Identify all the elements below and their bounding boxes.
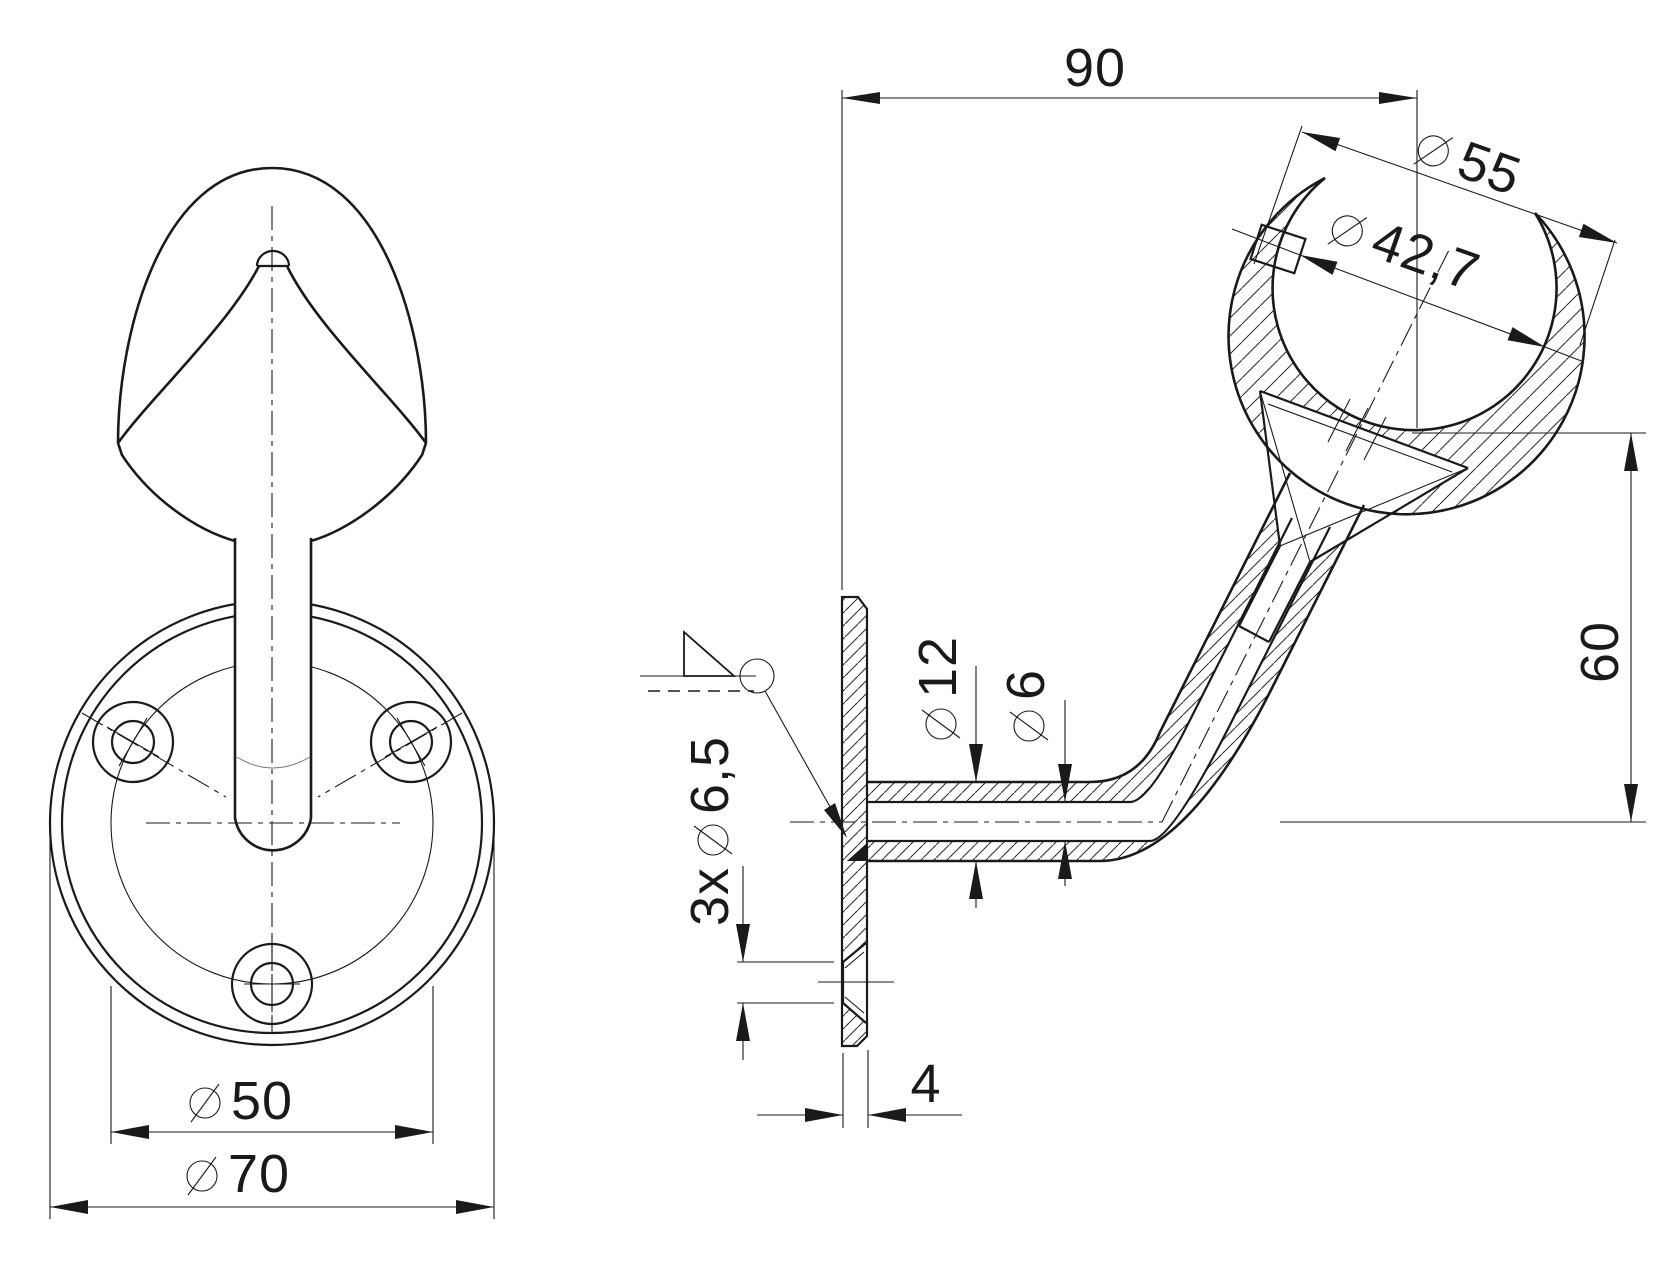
cup-saddle-outline bbox=[1271, 176, 1558, 432]
cup-ball-outline bbox=[1227, 176, 1586, 516]
dim-mount-holes-qty: 3x bbox=[680, 867, 740, 926]
diameter-icon bbox=[186, 1160, 218, 1192]
set-screw bbox=[1238, 389, 1469, 643]
arm-tube bbox=[867, 472, 1366, 863]
screw-head-fill bbox=[1260, 391, 1468, 562]
diameter-icon bbox=[697, 824, 729, 856]
dome-shoulder-right bbox=[310, 442, 428, 543]
saddle-ridge-right bbox=[285, 265, 428, 444]
stem-fillet-arc bbox=[236, 756, 311, 769]
dome-shoulder-left bbox=[116, 442, 236, 543]
dim-mount-holes: 3x 6,5 bbox=[680, 736, 834, 1060]
diameter-icon bbox=[189, 1087, 221, 1119]
dim-arm-bore: 6 bbox=[996, 669, 1072, 886]
dim-plate-thickness-value: 4 bbox=[910, 1054, 941, 1114]
screw-shank-fill bbox=[1239, 546, 1310, 642]
diameter-icon bbox=[1331, 215, 1363, 247]
stem-outline bbox=[233, 538, 313, 852]
diameter-icon bbox=[1417, 135, 1449, 167]
dim-flange-value: 70 bbox=[228, 1144, 290, 1204]
dim-span-90-value: 90 bbox=[1064, 38, 1126, 98]
dim-span-90: 90 bbox=[841, 38, 1418, 590]
dim-height-60-value: 60 bbox=[1570, 621, 1630, 683]
mount-hole-top-left bbox=[91, 700, 175, 784]
fillet-weld-icon bbox=[683, 630, 737, 677]
side-centerlines bbox=[790, 247, 1451, 823]
mount-hole-top-right bbox=[369, 700, 453, 784]
dim-bolt-circle-value: 50 bbox=[231, 1071, 293, 1131]
weld-all-around-icon bbox=[739, 658, 775, 694]
front-view: 50 70 bbox=[48, 166, 496, 1219]
dim-mount-holes-value: 6,5 bbox=[680, 736, 740, 814]
dim-arm-outer-value: 12 bbox=[908, 636, 968, 698]
saddle-ridge-left bbox=[116, 265, 261, 444]
side-view: 90 60 55 bbox=[640, 38, 1646, 1128]
top-hole-bump bbox=[255, 249, 291, 267]
dim-saddle-dia-value: 42,7 bbox=[1364, 210, 1487, 303]
dim-flange: 70 bbox=[49, 830, 495, 1219]
dome-outline bbox=[116, 166, 428, 444]
dim-plate-thickness: 4 bbox=[757, 1050, 962, 1128]
mount-hole-bottom bbox=[230, 936, 314, 1032]
weld-fillet-section bbox=[847, 843, 867, 861]
diameter-icon bbox=[925, 708, 957, 740]
front-centerlines bbox=[81, 206, 463, 1022]
diameter-icon bbox=[1013, 710, 1045, 742]
dim-ball-dia-value: 55 bbox=[1450, 130, 1528, 207]
dim-bolt-circle: 50 bbox=[110, 986, 434, 1144]
dim-arm-bore-value: 6 bbox=[996, 669, 1056, 700]
dim-height-60: 60 bbox=[1280, 432, 1646, 823]
weld-symbol bbox=[640, 630, 847, 838]
dim-arm-outer: 12 bbox=[908, 636, 983, 908]
